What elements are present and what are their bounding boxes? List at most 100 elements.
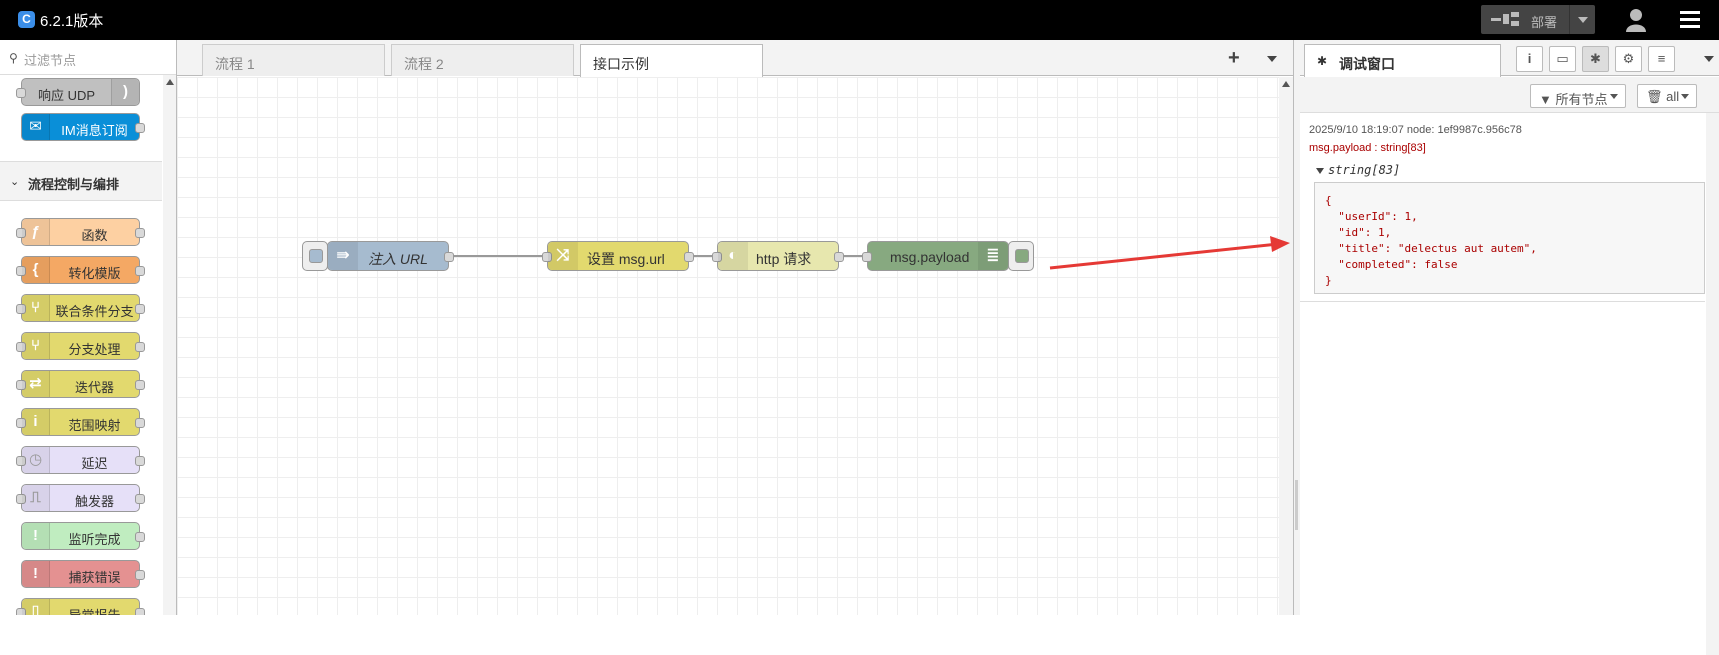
node-icon: ⇄ — [22, 371, 50, 397]
palette-node-label: 迭代器 — [74, 380, 114, 395]
sidebar-splitter[interactable] — [1293, 40, 1300, 615]
deploy-button[interactable]: 部署 — [1481, 5, 1595, 34]
filter-icon: ▼ — [1539, 92, 1552, 107]
palette-node[interactable]: ⎍异常报告 — [16, 598, 145, 615]
palette-node[interactable]: ⇄ 迭代器 — [16, 370, 145, 398]
inject-arrow-icon: ⇛ — [328, 242, 358, 270]
palette-node-im-subscribe[interactable]: ✉ IM消息订阅 — [21, 113, 145, 141]
node-icon: ◷ — [22, 447, 50, 473]
filter-input[interactable]: 过滤节点 — [24, 53, 77, 68]
flow-workspace[interactable] — [177, 77, 1293, 615]
flow-node-debug[interactable]: msg.payload ≣ — [862, 241, 1009, 271]
palette-node[interactable]: !捕获错误 — [21, 560, 145, 588]
message-type-toggle[interactable]: string[83] — [1316, 163, 1400, 177]
flow-node-label: msg.payload — [890, 249, 970, 265]
palette-node[interactable]: ⑂ 分支处理 — [16, 332, 145, 360]
palette-node-label: 延迟 — [81, 456, 108, 471]
tab-debug[interactable]: ✱ 调试窗口 — [1304, 44, 1501, 77]
node-palette: ⚲ 过滤节点 响应 UDP ) ✉ IM消息订阅 ⌄ 流程控制与编排 ƒ 函数 { 转… — [0, 40, 177, 615]
book-icon[interactable]: ▭ — [1549, 46, 1576, 72]
flow-node-inject[interactable]: ⇛ 注入 URL — [327, 241, 454, 271]
globe-icon: ◐ — [718, 242, 748, 270]
clear-messages-button[interactable]: 🗑 all — [1637, 84, 1697, 108]
category-label: 流程控制与编排 — [28, 177, 120, 192]
user-icon[interactable] — [1625, 8, 1647, 32]
workspace-scrollbar[interactable] — [1279, 77, 1293, 615]
sidebar-menu-caret-icon[interactable] — [1704, 56, 1714, 62]
filter-nodes-button[interactable]: ▼ 所有节点 — [1530, 84, 1626, 108]
deploy-icon — [1491, 12, 1519, 26]
node-icon: ⑂ — [22, 333, 50, 359]
gear-icon[interactable]: ⚙ — [1615, 46, 1642, 72]
wire[interactable] — [689, 255, 717, 257]
palette-node[interactable]: ◷ 延迟 — [16, 446, 145, 474]
sidebar-scrollbar[interactable] — [1706, 113, 1719, 655]
palette-node-label: 联合条件分支 — [55, 304, 134, 319]
message-payload: { "userId": 1, "id": 1, "title": "delect… — [1314, 182, 1705, 294]
palette-node-label: 监听完成 — [68, 532, 121, 547]
node-icon: ⎍ — [22, 485, 50, 511]
palette-node[interactable]: { 转化模版 — [16, 256, 145, 284]
clear-label: all — [1666, 89, 1680, 104]
palette-node-udp-response[interactable]: 响应 UDP ) — [16, 78, 140, 106]
node-icon: { — [22, 257, 50, 283]
add-tab-icon[interactable]: + — [1228, 47, 1240, 69]
palette-node[interactable]: i 范围映射 — [16, 408, 145, 436]
palette-node[interactable]: !监听完成 — [21, 522, 145, 550]
tab-flow-1[interactable]: 流程 1 — [202, 44, 385, 76]
palette-node-label: 捕获错误 — [68, 570, 121, 585]
palette-node[interactable]: ⎍ 触发器 — [16, 484, 145, 512]
trash-icon: 🗑 — [1646, 89, 1663, 104]
debug-toggle-button[interactable] — [1008, 241, 1034, 271]
palette-node-label: IM消息订阅 — [61, 123, 128, 138]
main-menu-icon[interactable] — [1680, 11, 1700, 29]
palette-node-label: 转化模版 — [68, 266, 121, 281]
palette-node-label: 异常报告 — [50, 605, 139, 615]
wire[interactable] — [448, 255, 547, 257]
node-icon: ƒ — [22, 219, 50, 245]
debug-message: 2025/9/10 18:19:07 node: 1ef9987c.956c78… — [1300, 118, 1705, 302]
database-icon[interactable]: ≡ — [1648, 46, 1675, 72]
app-title: 6.2.1版本 — [40, 13, 104, 30]
search-icon: ⚲ — [9, 51, 18, 65]
palette-node-label: 范围映射 — [68, 418, 121, 433]
flow-node-http-request[interactable]: ◐ http 请求 — [712, 241, 844, 271]
sidebar-tab-title: 调试窗口 — [1339, 56, 1395, 72]
flow-node-label: 设置 msg.url — [587, 251, 665, 267]
chat-bubble-icon: ✉ — [22, 114, 50, 140]
filter-nodes-label: 所有节点 — [1555, 92, 1608, 107]
palette-node[interactable]: ƒ 函数 — [16, 218, 145, 246]
deploy-label: 部署 — [1531, 15, 1558, 30]
node-icon: i — [22, 409, 50, 435]
header-bar: C 6.2.1版本 部署 — [0, 0, 1719, 40]
wire[interactable] — [839, 255, 867, 257]
tab-api-example[interactable]: 接口示例 — [580, 44, 763, 77]
message-topic: msg.payload : string[83] — [1309, 142, 1426, 154]
tab-flow-2[interactable]: 流程 2 — [391, 44, 574, 76]
udp-icon: ) — [111, 79, 139, 105]
node-icon: ⎍ — [22, 599, 50, 615]
category-header[interactable]: ⌄ 流程控制与编排 — [0, 161, 162, 201]
workspace-tabs: 流程 1 流程 2 接口示例 — [177, 40, 1293, 77]
palette-node-label: 触发器 — [74, 494, 114, 509]
flow-node-change[interactable]: ⤨ 设置 msg.url — [542, 241, 694, 271]
deploy-menu-caret-icon[interactable] — [1569, 5, 1595, 34]
debug-toolbar: ▼ 所有节点 🗑 all — [1300, 77, 1719, 113]
message-meta[interactable]: 2025/9/10 18:19:07 node: 1ef9987c.956c78 — [1309, 124, 1522, 136]
palette-scrollbar[interactable] — [163, 75, 176, 615]
palette-node-label: 函数 — [81, 228, 108, 243]
debug-bug-icon[interactable]: ✱ — [1582, 46, 1609, 72]
flow-node-label: http 请求 — [756, 251, 812, 267]
node-icon: ⑂ — [22, 295, 50, 321]
bug-icon: ✱ — [1317, 54, 1328, 68]
palette-filter[interactable]: ⚲ 过滤节点 — [0, 40, 176, 75]
annotation-arrow — [1049, 236, 1290, 270]
palette-node-label: 分支处理 — [68, 342, 121, 357]
palette-node-label: 响应 UDP — [37, 88, 96, 103]
info-icon[interactable]: i — [1516, 46, 1543, 72]
tab-list-menu-icon[interactable] — [1267, 56, 1277, 62]
palette-node[interactable]: ⑂ 联合条件分支 — [16, 294, 145, 322]
sidebar-tabs: ✱ 调试窗口 i ▭ ✱ ⚙ ≡ — [1300, 40, 1719, 77]
shuffle-icon: ⤨ — [548, 242, 578, 270]
app-logo-icon: C — [18, 11, 35, 28]
